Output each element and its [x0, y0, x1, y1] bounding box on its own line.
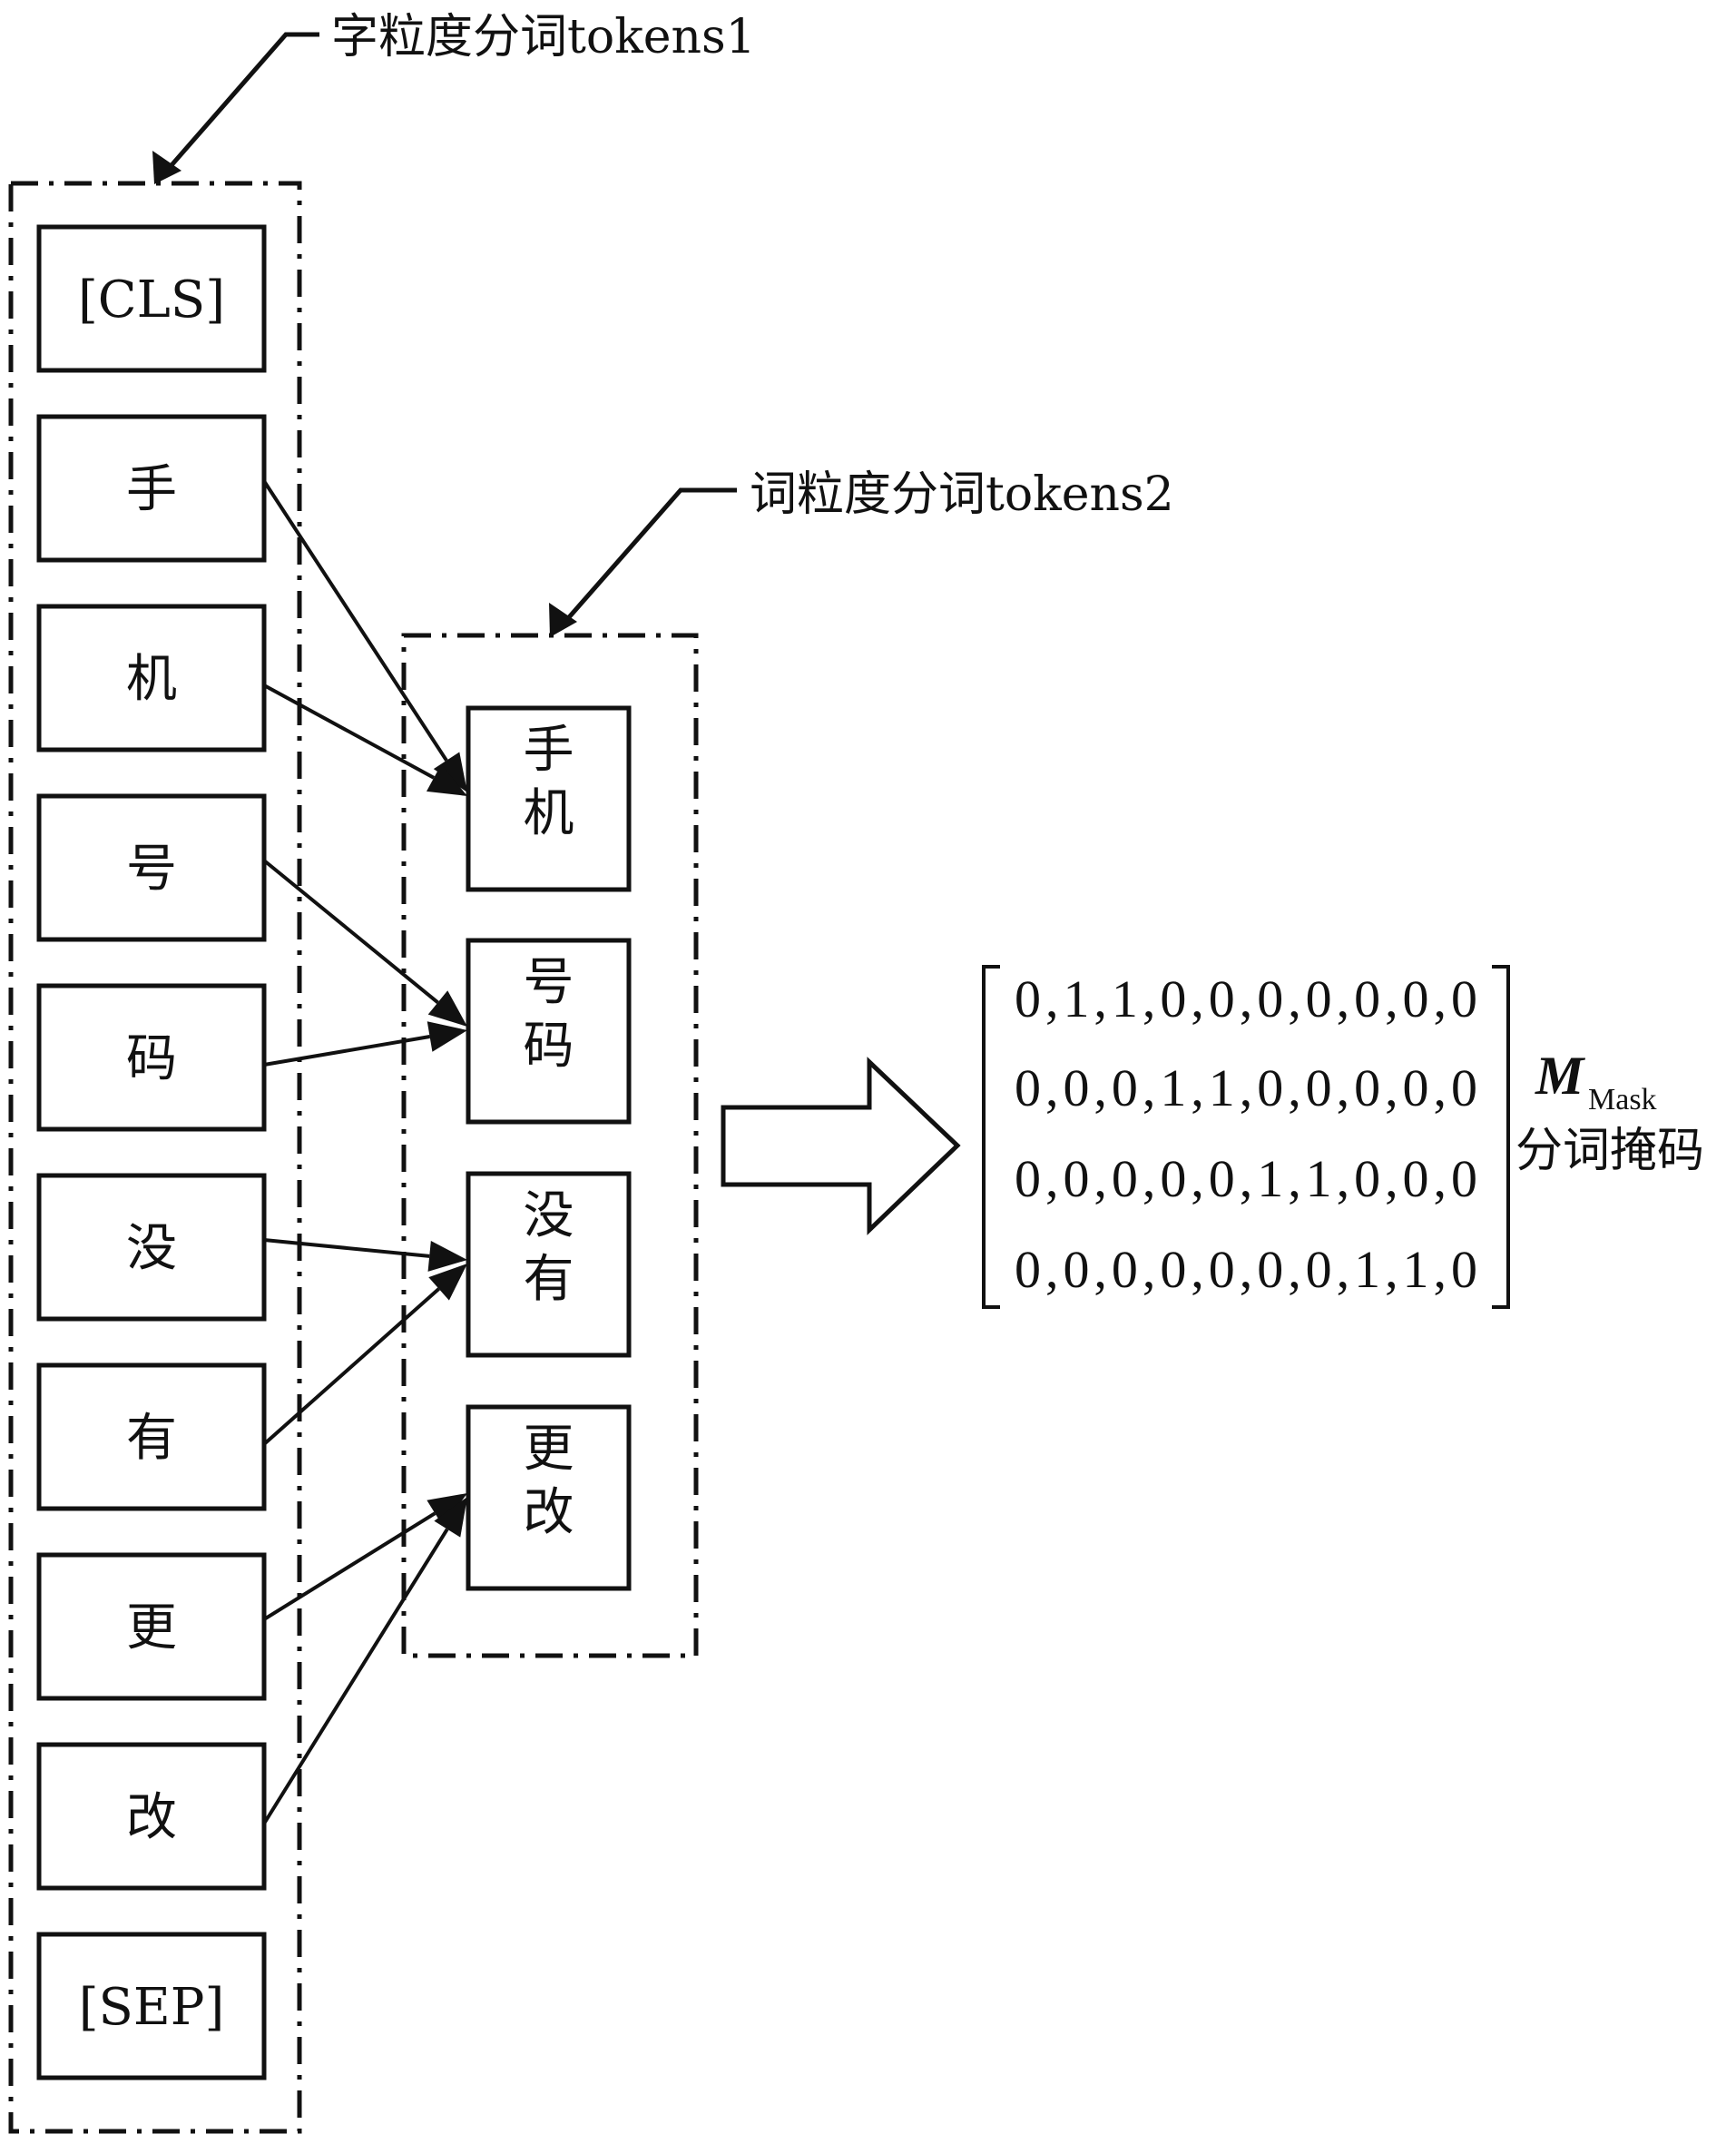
char-token-box: [SEP]	[36, 1932, 267, 2080]
char-token-box: 有	[36, 1362, 267, 1511]
char-token-group-label: 字粒度分词tokens1	[331, 10, 756, 64]
char-token-frame	[36, 983, 267, 1132]
char-token-box: 更	[36, 1552, 267, 1701]
char-token-label: 更	[126, 1598, 177, 1657]
char-token-box: 改	[36, 1742, 267, 1891]
mapping-arrow-line	[262, 1511, 436, 1621]
mask-matrix-caption: 分词掩码	[1515, 1124, 1704, 1178]
char-token-box: 没	[36, 1173, 267, 1322]
char-group-label-arrowhead	[152, 151, 181, 184]
char-token-label: [CLS]	[78, 270, 225, 329]
mask-matrix: 0,1,1,0,0,0,0,0,0,0 0,0,0,1,1,0,0,0,0,0 0,…	[1015, 969, 1477, 1299]
mask-matrix-row: 0,0,0,0,0,1,1,0,0,0	[1015, 1149, 1477, 1208]
char-token-box: 码	[36, 983, 267, 1132]
mapping-arrow-head	[427, 1493, 467, 1527]
word-group-label-leader	[561, 487, 737, 626]
word-token-char: 手	[524, 721, 574, 780]
char-token-label: 码	[126, 1029, 177, 1088]
char-token-box: 号	[36, 793, 267, 942]
char-token-label: 机	[126, 650, 177, 709]
char-token-frame	[36, 1552, 267, 1701]
mask-matrix-row: 0,0,0,1,1,0,0,0,0,0	[1015, 1058, 1477, 1117]
word-token-char: 码	[524, 1017, 574, 1076]
mapping-arrow-head	[427, 1240, 467, 1272]
char-token-box: [CLS]	[36, 224, 267, 373]
char-token-label: 手	[126, 460, 177, 519]
word-token-box: 号码	[466, 938, 632, 1125]
mapping-arrow-line	[263, 1238, 430, 1258]
matrix-left-bracket	[982, 965, 1000, 1309]
mapping-arrow-head	[426, 763, 467, 796]
mask-matrix-subscript: Mask	[1588, 1083, 1657, 1116]
char-token-group-frame	[8, 181, 302, 2134]
word-token-char: 机	[524, 784, 574, 843]
word-token-char: 改	[524, 1483, 574, 1542]
mapping-arrow-head	[427, 990, 467, 1027]
mapping-arrow-line	[262, 1287, 440, 1446]
word-token-char: 没	[524, 1186, 574, 1245]
word-token-frame	[466, 705, 632, 892]
char-token-frame	[36, 1173, 267, 1322]
char-token-frame	[36, 1932, 267, 2080]
char-token-label: 改	[126, 1788, 177, 1847]
mask-matrix-row: 0,0,0,0,0,0,0,1,1,0	[1015, 1240, 1477, 1299]
mapping-arrow-head	[428, 1264, 467, 1301]
char-token-label: 号	[126, 840, 177, 899]
word-token-box: 手机	[466, 705, 632, 892]
char-token-box: 手	[36, 414, 267, 563]
word-token-group-label: 词粒度分词tokens2	[750, 467, 1174, 522]
char-token-frame	[36, 414, 267, 563]
word-token-box: 没有	[466, 1171, 632, 1358]
char-token-label: 没	[126, 1219, 177, 1278]
mapping-arrow-head	[434, 1497, 467, 1538]
char-group-label-leader	[163, 32, 319, 174]
mapping-arrow-line	[262, 479, 448, 762]
word-token-char: 更	[524, 1420, 574, 1479]
mapping-arrow-head	[433, 752, 467, 792]
char-token-frame	[36, 1362, 267, 1511]
output-block-arrow	[721, 1057, 961, 1235]
word-token-frame	[466, 938, 632, 1125]
word-token-frame	[466, 1171, 632, 1358]
char-token-label: 有	[126, 1409, 177, 1468]
word-token-char: 有	[524, 1250, 574, 1309]
char-token-box: 机	[36, 604, 267, 752]
word-token-frame	[466, 1404, 632, 1591]
mapping-arrow-line	[262, 859, 439, 1004]
char-token-frame	[36, 604, 267, 752]
mapping-arrow-line	[262, 1528, 449, 1825]
char-token-frame	[36, 793, 267, 942]
word-group-label-arrowhead	[549, 603, 577, 637]
char-token-frame	[36, 224, 267, 373]
char-token-frame	[36, 1742, 267, 1891]
word-token-char: 号	[524, 953, 574, 1012]
mapping-arrow-line	[263, 684, 436, 780]
mapping-arrow-head	[427, 1021, 467, 1052]
mapping-arrow-line	[263, 1035, 430, 1067]
char-token-label: [SEP]	[79, 1978, 225, 2037]
mask-matrix-row: 0,1,1,0,0,0,0,0,0,0	[1015, 969, 1477, 1028]
token-mapping-arrows	[262, 479, 467, 1825]
mask-matrix-symbol: M	[1535, 1046, 1586, 1106]
word-token-box: 更改	[466, 1404, 632, 1591]
matrix-right-bracket	[1492, 965, 1510, 1309]
